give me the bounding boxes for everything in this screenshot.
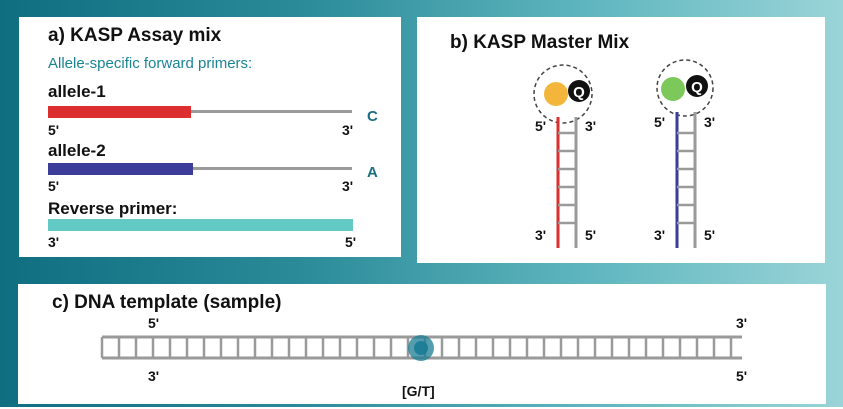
reverse-primer-label: Reverse primer: [48,199,177,218]
allele1-end-5: 5' [48,122,59,138]
fam-bottom-left: 3' [535,227,546,243]
hex-top-left: 5' [654,114,665,130]
reverse-end-3: 3' [48,234,59,250]
hex-bottom-left: 3' [654,227,665,243]
panel-a-title: a) KASP Assay mix [48,25,222,46]
hex-cassette: Q 5' 3' 3' 5' [654,59,715,248]
panel-b-title: b) KASP Master Mix [450,32,630,53]
allele1-base: C [367,108,378,125]
template-ladder-rungs [100,337,733,358]
allele2-primer-tail [193,167,352,170]
allele1-end-3: 3' [342,122,353,138]
panel-c-diagram: c) DNA template (sample) 5' 3' 3' 5' [G/… [52,292,747,399]
hex-cassette-outline [656,59,714,117]
fam-top-right: 3' [585,118,596,134]
panel-b-diagram: b) KASP Master Mix Q 5' 3' 3' 5' Q 5' 3'… [450,32,715,248]
allele1-primer-tail [191,110,352,113]
hex-bottom-right: 5' [704,227,715,243]
fam-cassette-outline [533,64,593,124]
panel-c-title: c) DNA template (sample) [52,292,281,313]
allele2-end-5: 5' [48,178,59,194]
allele1-primer-bar [48,106,191,118]
fam-top-left: 5' [535,118,546,134]
fam-dye-icon [544,82,568,106]
hex-dye-icon [661,77,685,101]
template-bottom-5: 5' [736,368,747,384]
panel-a-subtitle: Allele-specific forward primers: [48,55,252,72]
panel-a-diagram: a) KASP Assay mix Allele-specific forwar… [48,25,378,250]
snp-marker-core [414,341,428,355]
hex-ladder-rungs [677,131,695,225]
fam-cassette: Q 5' 3' 3' 5' [533,64,596,248]
template-bottom-3: 3' [148,368,159,384]
allele2-base: A [367,164,378,181]
quencher-icon [686,75,708,97]
panel-kasp-assay-mix: a) KASP Assay mix Allele-specific forwar… [19,17,401,257]
allele2-end-3: 3' [342,178,353,194]
panel-kasp-master-mix: b) KASP Master Mix Q 5' 3' 3' 5' Q 5' 3'… [417,17,825,263]
allele1-label: allele-1 [48,82,106,101]
quencher-label: Q [691,79,703,96]
allele2-label: allele-2 [48,141,106,160]
allele2-primer-bar [48,163,193,175]
fam-ladder-rungs [558,131,576,225]
fam-bottom-right: 5' [585,227,596,243]
panel-dna-template: c) DNA template (sample) 5' 3' 3' 5' [G/… [18,284,826,404]
reverse-primer-bar [48,219,353,231]
template-top-3: 3' [736,315,747,331]
template-top-5: 5' [148,315,159,331]
quencher-label: Q [573,84,585,101]
quencher-icon [568,80,590,102]
snp-label: [G/T] [402,383,435,399]
hex-top-right: 3' [704,114,715,130]
reverse-end-5: 5' [345,234,356,250]
